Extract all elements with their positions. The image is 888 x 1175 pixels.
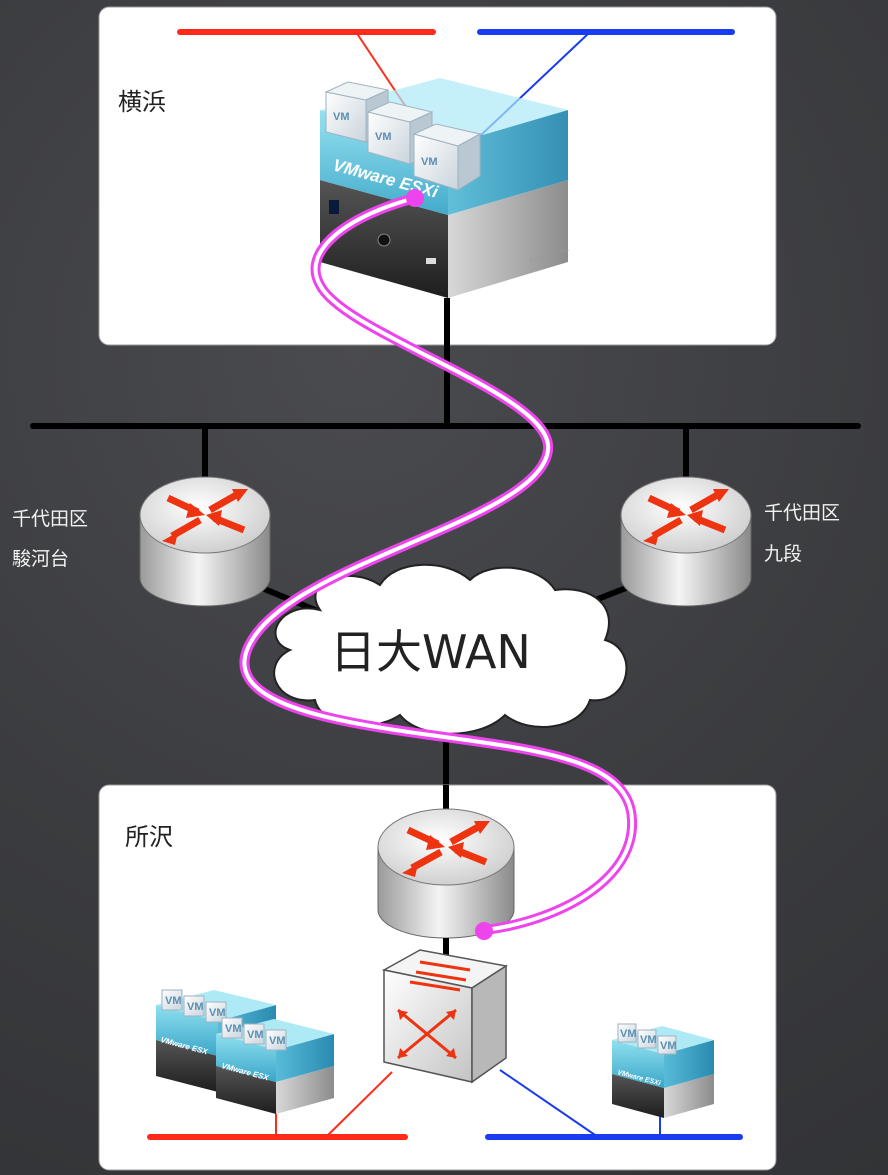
router-surugadai-label-line2: 駿河台 — [12, 548, 69, 570]
vm-label: VM — [660, 1040, 677, 1052]
vm-label: VM — [187, 1001, 204, 1013]
vm-label: VM — [247, 1029, 264, 1041]
switch-arrowheads — [398, 1010, 456, 1058]
router-arrows-icon — [402, 821, 490, 877]
tokorozawa-esx-a-vms: VM VM VM — [161, 989, 227, 1023]
layer3-switch — [381, 949, 508, 1084]
tokorozawa-site-label: 所沢 — [125, 823, 173, 851]
wan-cloud-label: 日大WAN — [330, 625, 531, 679]
router-kudan — [620, 476, 752, 607]
tokorozawa-esx-host-b: VMware ESX VM VM VM — [216, 1017, 334, 1114]
wan-cloud: 日大WAN — [273, 563, 628, 735]
router-arrows-icon — [643, 489, 729, 545]
router-arrows-icon — [162, 489, 248, 545]
vm-label: VM — [209, 1007, 226, 1019]
migration-start-dot — [406, 189, 424, 207]
tokorozawa-esx-b-vms: VM VM VM — [221, 1017, 287, 1051]
yokohama-vm-3: VM — [412, 123, 482, 191]
tokorozawa-blue-drop-switch — [499, 1069, 599, 1138]
router-tokorozawa — [377, 808, 515, 939]
router-surugadai-label-line1: 千代田区 — [12, 508, 88, 530]
yokohama-site-label: 横浜 — [118, 88, 166, 116]
vm-label: VM — [640, 1034, 657, 1046]
yokohama-esxi-server: VMware ESXi © VMware, Inc. VM VM VM — [320, 78, 570, 298]
router-kudan-label-line1: 千代田区 — [764, 502, 840, 524]
vm-label: VM — [165, 995, 182, 1007]
tokorozawa-red-drop-switch — [325, 1071, 393, 1138]
yokohama-vm-1-label: VM — [333, 111, 350, 123]
vm-label: VM — [225, 1023, 242, 1035]
vm-label: VM — [620, 1028, 637, 1040]
yokohama-vm-2-label: VM — [375, 131, 392, 143]
migration-end-dot — [475, 922, 493, 940]
vm-migration-path — [239, 189, 638, 940]
vm-label: VM — [269, 1035, 286, 1047]
tokorozawa-esxi-vms: VM VM VM — [617, 1023, 677, 1055]
router-kudan-label-line2: 九段 — [764, 543, 802, 565]
router-surugadai — [139, 476, 271, 607]
yokohama-vm-3-label: VM — [421, 156, 438, 168]
tokorozawa-esxi-host: VMware ESXi VM VM VM — [612, 1023, 714, 1118]
switch-arrows-icon — [397, 960, 471, 1060]
